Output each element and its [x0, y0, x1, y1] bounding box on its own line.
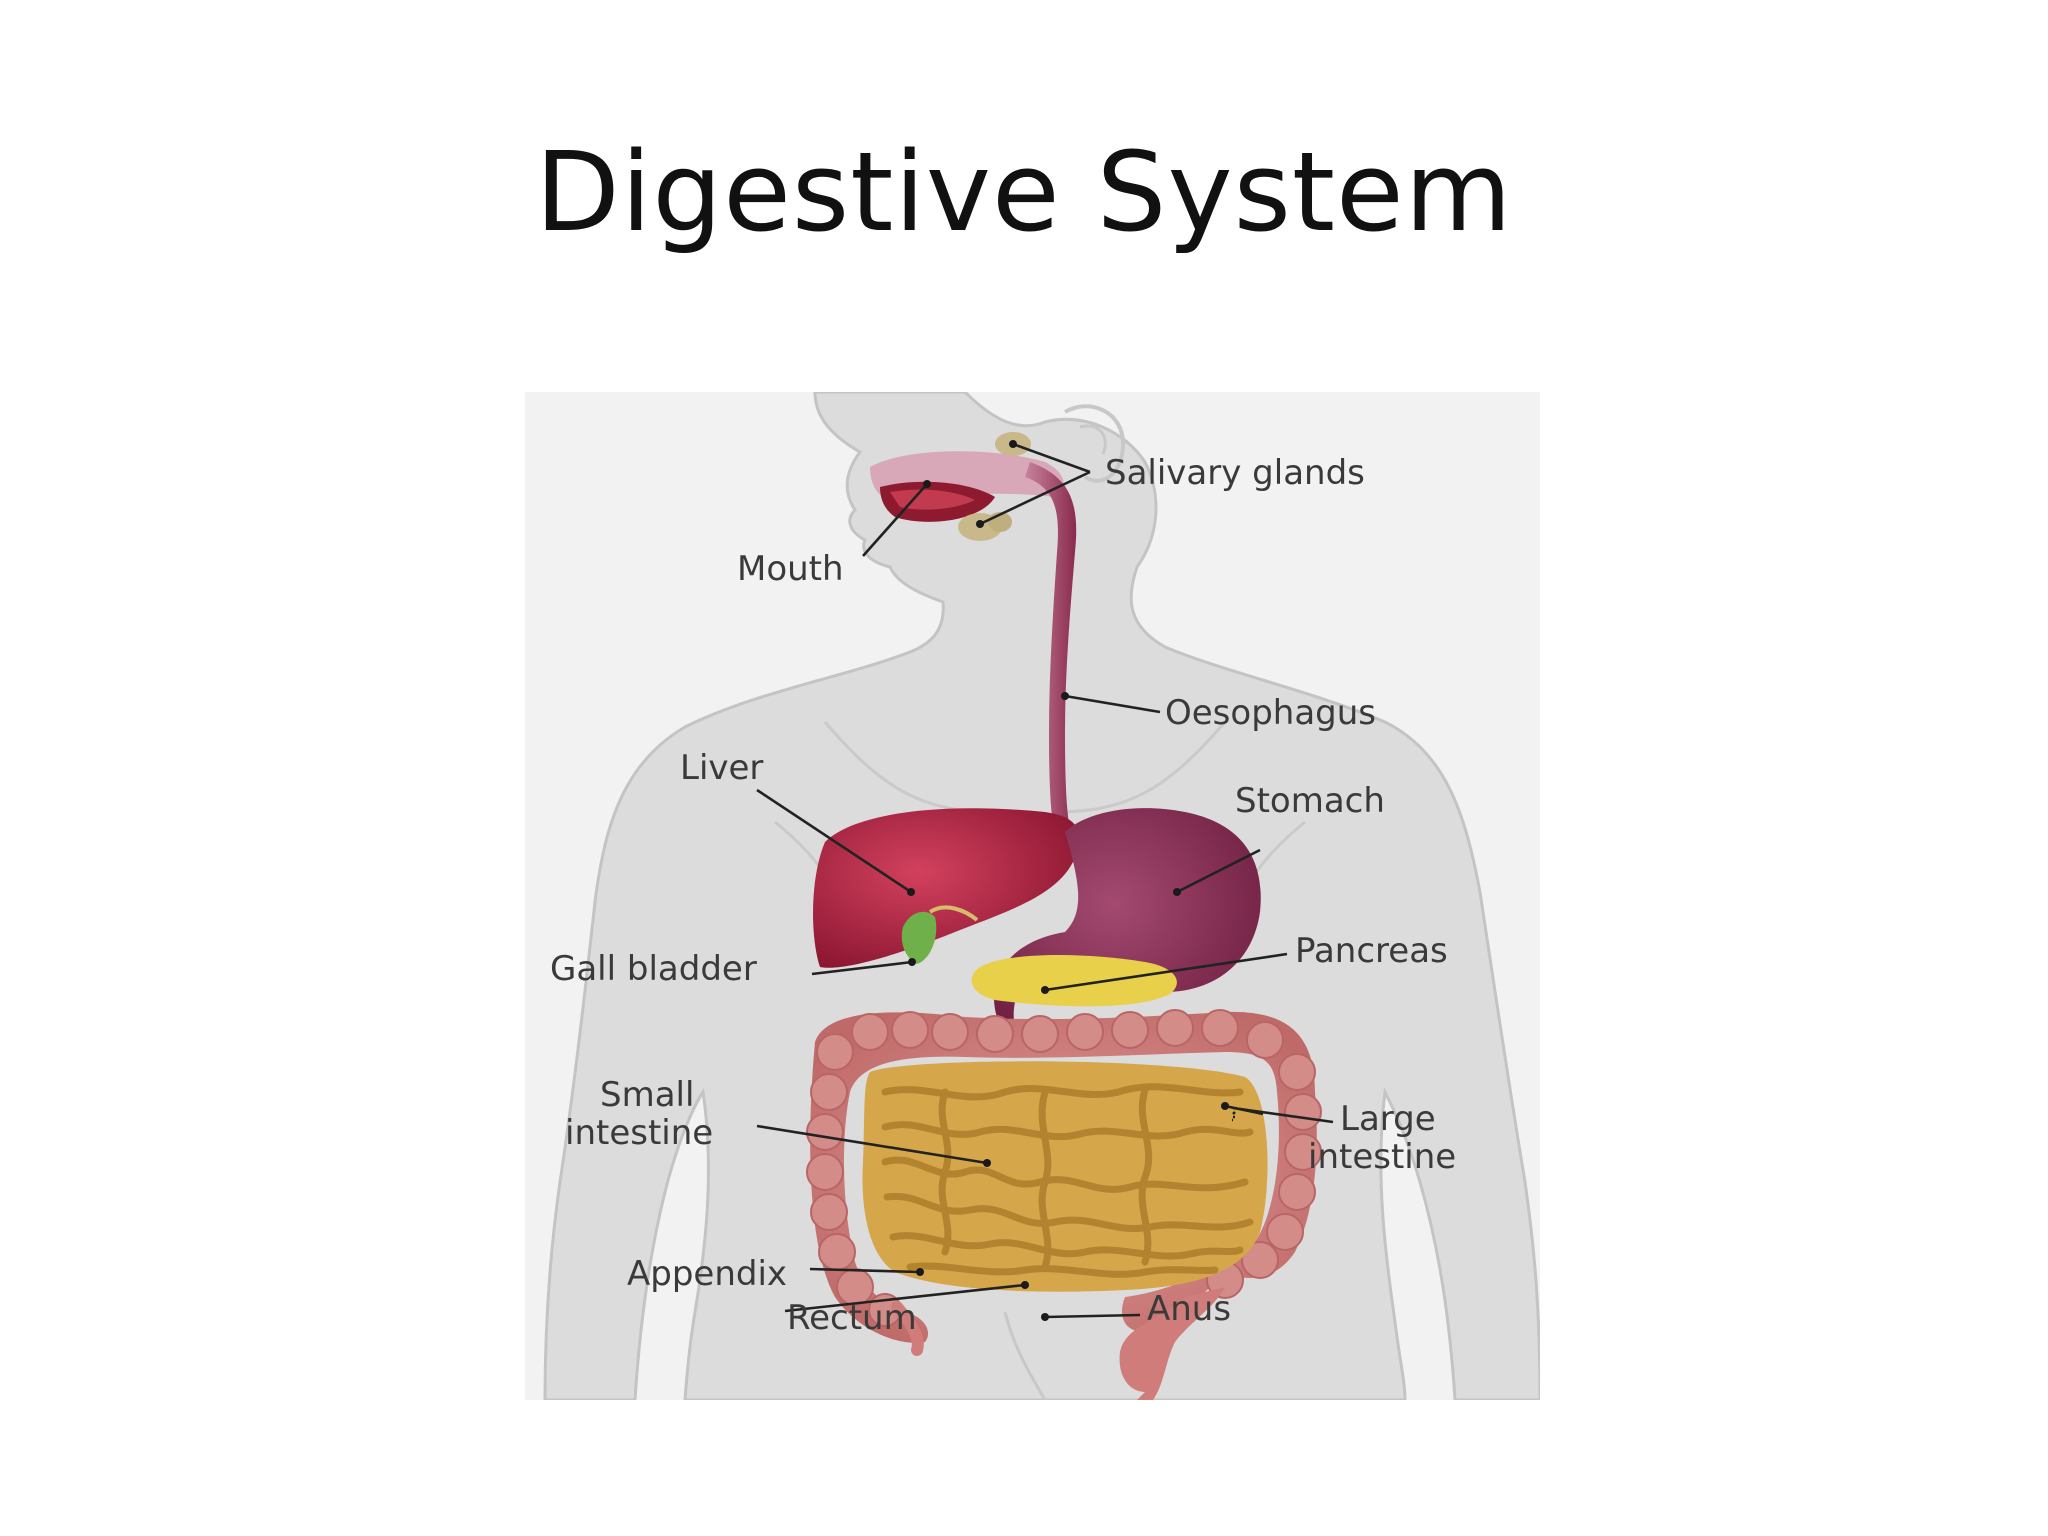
liver-organ [813, 808, 1079, 968]
label-appendix: Appendix [627, 1254, 787, 1294]
label-oesophagus: Oesophagus [1165, 693, 1376, 733]
label-small-intestine-line1: Small [600, 1075, 694, 1115]
stomach-organ [994, 808, 1261, 1047]
slide-title: Digestive System [535, 128, 1513, 256]
leader-dots [907, 440, 1229, 1321]
label-pancreas: Pancreas [1295, 931, 1448, 971]
small-intestine-organ [862, 1061, 1268, 1292]
large-intestine-organ [806, 1009, 1322, 1400]
oesophagus-organ [1025, 462, 1077, 844]
label-gall-bladder: Gall bladder [550, 949, 757, 989]
diagram-labels: Salivary glands Mouth Oesophagus Liver S… [550, 453, 1456, 1338]
label-large-intestine-line2: intestine [1308, 1137, 1456, 1177]
gall-bladder-organ [901, 905, 979, 964]
label-large-intestine-line1: Large [1340, 1099, 1436, 1139]
leader-lines [756, 442, 1288, 1319]
label-anus: Anus [1147, 1289, 1231, 1329]
large-intestine-leader [1232, 1106, 1334, 1124]
label-stomach: Stomach [1235, 781, 1385, 821]
mouth-organ [870, 451, 1064, 522]
label-small-intestine-line2: intestine [565, 1113, 713, 1153]
label-salivary-glands: Salivary glands [1105, 453, 1365, 493]
label-liver: Liver [680, 748, 763, 788]
digestive-system-diagram: Salivary glands Mouth Oesophagus Liver S… [525, 392, 1540, 1400]
label-rectum: Rectum [787, 1298, 917, 1338]
pancreas-organ [971, 955, 1177, 1007]
label-mouth: Mouth [737, 549, 844, 589]
